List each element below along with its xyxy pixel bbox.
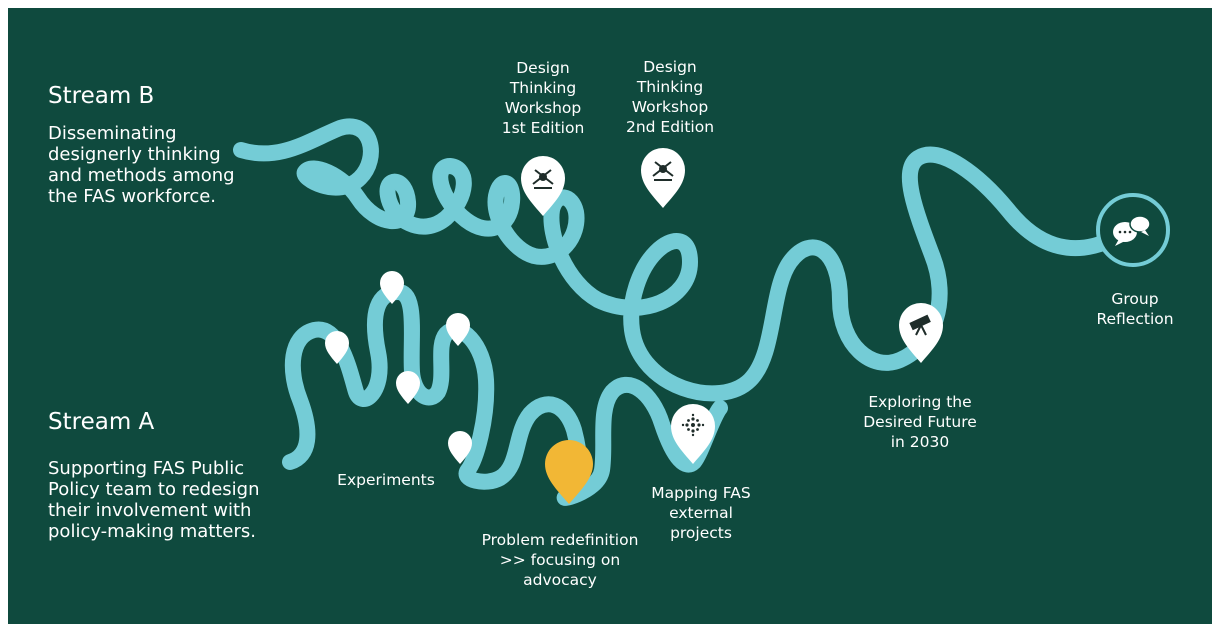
group-reflection-label: Group Reflection [1096,290,1174,328]
mapping-pin [671,404,715,464]
experiment-pin [380,271,404,304]
workshop-1-label: Design Thinking Workshop 1st Edition [501,59,585,137]
speech-bubbles-icon [1113,215,1151,246]
workshop-2-pin [641,148,685,208]
stream-a-description: Supporting FAS Public Policy team to red… [48,458,260,542]
mapping-label: Mapping FAS external projects [651,484,751,542]
stream-a-road [282,284,728,506]
stream-b-description: Disseminating designerly thinking and me… [48,123,235,207]
experiment-pin [446,313,470,346]
roadmap-canvas: Stream B Disseminating designerly thinki… [8,8,1212,624]
experiment-pin [396,371,420,404]
experiment-pin [325,331,349,364]
design-tools-icon [532,169,554,189]
design-tools-icon [652,161,674,181]
problem-redefinition-pin [545,440,593,504]
workshop-2-label: Design Thinking Workshop 2nd Edition [625,58,715,136]
telescope-icon [909,314,931,336]
experiments-label: Experiments [337,471,435,489]
experiment-pin [448,431,472,464]
problem-redefinition-label: Problem redefinition >> focusing on advo… [481,531,639,589]
journey-road [233,118,1170,506]
group-reflection-marker [1096,193,1170,267]
workshop-1-pin [521,156,565,216]
stream-b-title: Stream B [48,83,155,109]
stream-b-road [233,118,1143,402]
exploring-label: Exploring the Desired Future in 2030 [863,393,977,451]
stream-a-title: Stream A [48,409,155,435]
exploring-pin [899,303,943,363]
dot-network-icon [681,413,705,437]
